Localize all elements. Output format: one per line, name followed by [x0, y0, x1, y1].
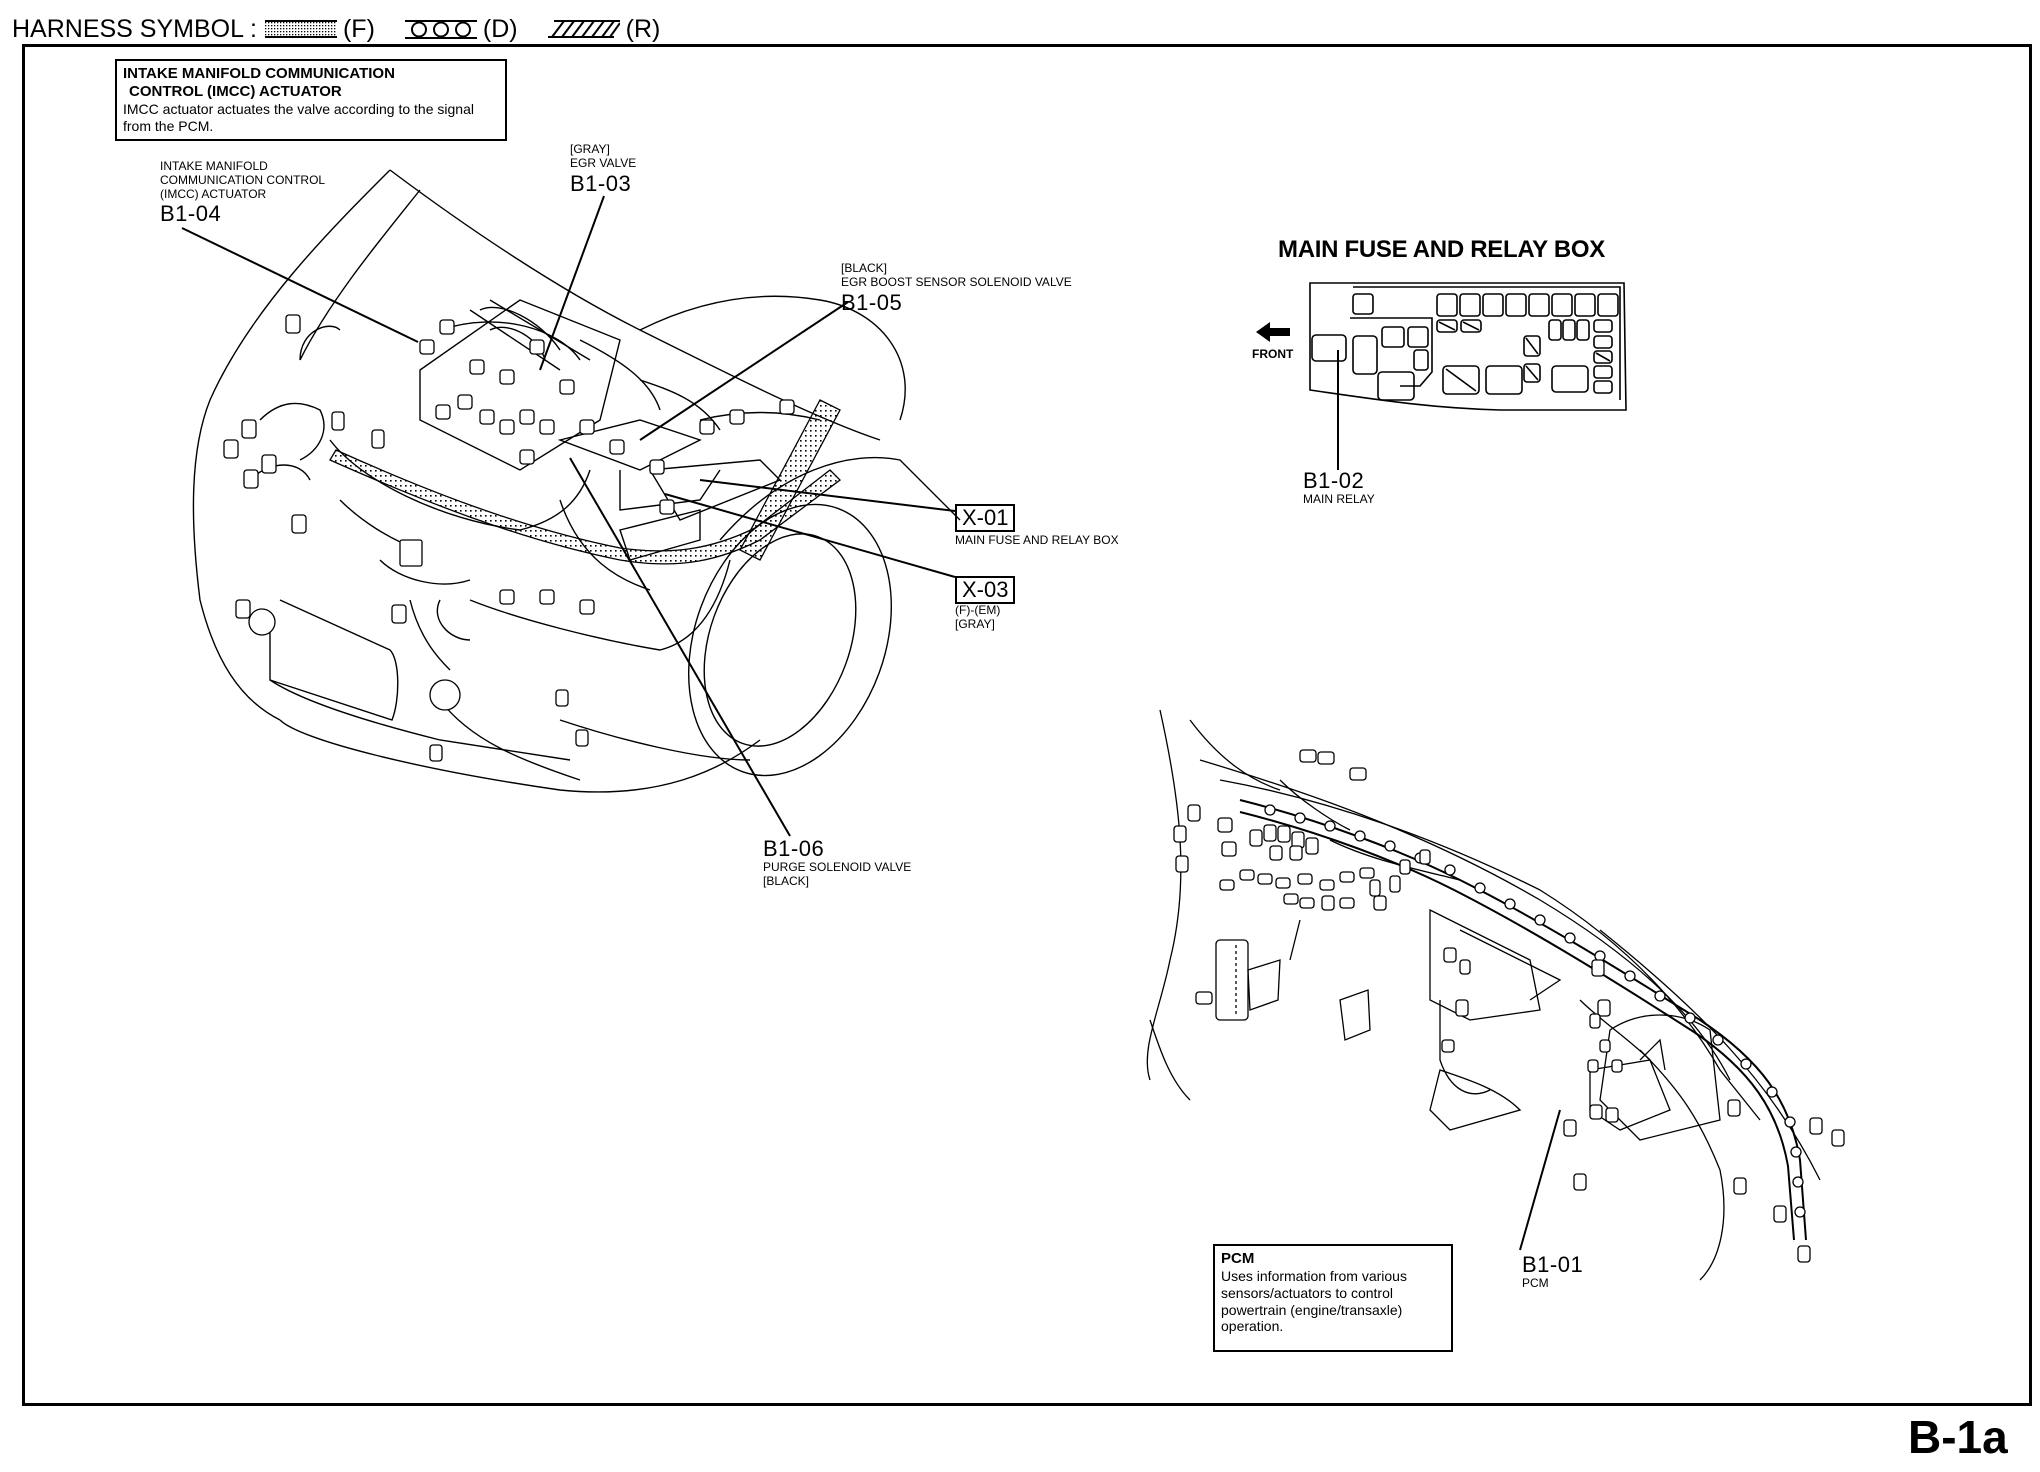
leader-lines — [181, 195, 1561, 1251]
fuse-box-title: MAIN FUSE AND RELAY BOX — [1278, 236, 1605, 263]
diagram-frame — [22, 44, 2032, 1406]
callout-b1-05-line1: [BLACK] — [841, 261, 888, 275]
callout-b1-02-code: B1-02 — [1303, 468, 1365, 493]
engine-harness-dotted — [329, 399, 841, 565]
callout-b1-06-code: B1-06 — [763, 836, 825, 861]
leader-b1-06 — [569, 457, 791, 837]
pcm-note-body: Uses information from various sensors/ac… — [1221, 1268, 1407, 1335]
callout-b1-03: [GRAY] EGR VALVE B1-03 — [570, 142, 637, 196]
arrow-left-icon — [1256, 322, 1290, 342]
leader-b1-05 — [639, 301, 849, 441]
callout-b1-04-line3: (IMCC) ACTUATOR — [160, 186, 267, 201]
callout-x-03-line2: [GRAY] — [955, 616, 995, 631]
callout-b1-06-line1: PURGE SOLENOID VALVE — [763, 860, 912, 875]
fuse-box-diagram — [1309, 282, 1627, 411]
callout-b1-04: INTAKE MANIFOLD COMMUNICATION CONTROL (I… — [160, 159, 326, 227]
leader-x-03 — [664, 493, 956, 578]
callout-x-01: X-01 MAIN FUSE AND RELAY BOX — [955, 504, 1119, 548]
circle-harness-icon — [404, 20, 477, 39]
callout-b1-05-line2: EGR BOOST SENSOR SOLENOID VALVE — [841, 274, 1072, 289]
callout-x-03-code: X-03 — [955, 576, 1016, 604]
callout-b1-05: [BLACK] EGR BOOST SENSOR SOLENOID VALVE … — [841, 261, 1072, 315]
harness-code-f: (F) — [342, 14, 375, 43]
page-code: B-1a — [1908, 1411, 2008, 1463]
imcc-note-title-1: INTAKE MANIFOLD COMMUNICATION — [123, 65, 395, 82]
callout-b1-06: B1-06 PURGE SOLENOID VALVE [BLACK] — [763, 836, 911, 889]
dashboard-connectors — [1173, 749, 1845, 1263]
imcc-note-title-2: CONTROL (IMCC) ACTUATOR — [129, 83, 342, 100]
callout-b1-02-line1: MAIN RELAY — [1303, 492, 1375, 507]
hatched-harness-icon — [547, 20, 620, 38]
callout-b1-03-line2: EGR VALVE — [570, 155, 637, 170]
callout-b1-03-code: B1-03 — [570, 170, 632, 196]
pcm-note-box: PCM Uses information from various sensor… — [1213, 1244, 1453, 1352]
callout-b1-01-code: B1-01 — [1522, 1252, 1584, 1277]
callout-x-01-code: X-01 — [955, 504, 1016, 532]
callout-x-03: X-03 (F)-(EM) [GRAY] — [955, 576, 1016, 632]
harness-code-r: (R) — [625, 14, 661, 43]
dotted-harness-icon — [264, 20, 337, 38]
harness-legend-label: HARNESS SYMBOL : — [12, 14, 257, 43]
callout-b1-01: B1-01 PCM — [1522, 1252, 1583, 1291]
engine-bay-illustration — [192, 169, 961, 793]
dashboard-harness-circles — [1239, 799, 1807, 1241]
callout-x-03-line1: (F)-(EM) — [955, 603, 1001, 617]
callout-b1-04-code: B1-04 — [160, 201, 222, 227]
imcc-note-body: IMCC actuator actuates the valve accordi… — [123, 101, 474, 134]
callout-b1-04-line1: INTAKE MANIFOLD — [160, 159, 268, 173]
callout-b1-01-line1: PCM — [1522, 1276, 1549, 1291]
callout-b1-06-line2: [BLACK] — [763, 874, 810, 889]
callout-b1-02: B1-02 MAIN RELAY — [1303, 468, 1375, 507]
leader-x-01 — [699, 479, 956, 512]
callout-b1-05-code: B1-05 — [841, 289, 903, 315]
engine-connectors — [223, 314, 795, 762]
leader-b1-04 — [181, 227, 419, 343]
harness-code-d: (D) — [482, 14, 518, 43]
front-label: FRONT — [1252, 347, 1294, 361]
callout-x-01-line1: MAIN FUSE AND RELAY BOX — [955, 533, 1119, 547]
callout-b1-03-line1: [GRAY] — [570, 142, 610, 156]
dashboard-illustration — [1146, 709, 1821, 1281]
callout-b1-04-line2: COMMUNICATION CONTROL — [160, 172, 326, 187]
harness-symbol-legend: HARNESS SYMBOL : (F) (D) (R) — [12, 12, 682, 46]
leader-b1-03 — [539, 195, 605, 371]
imcc-note-box: INTAKE MANIFOLD COMMUNICATION CONTROL (I… — [115, 59, 507, 141]
leader-b1-01 — [1519, 1109, 1561, 1251]
pcm-note-title: PCM — [1221, 1250, 1255, 1267]
